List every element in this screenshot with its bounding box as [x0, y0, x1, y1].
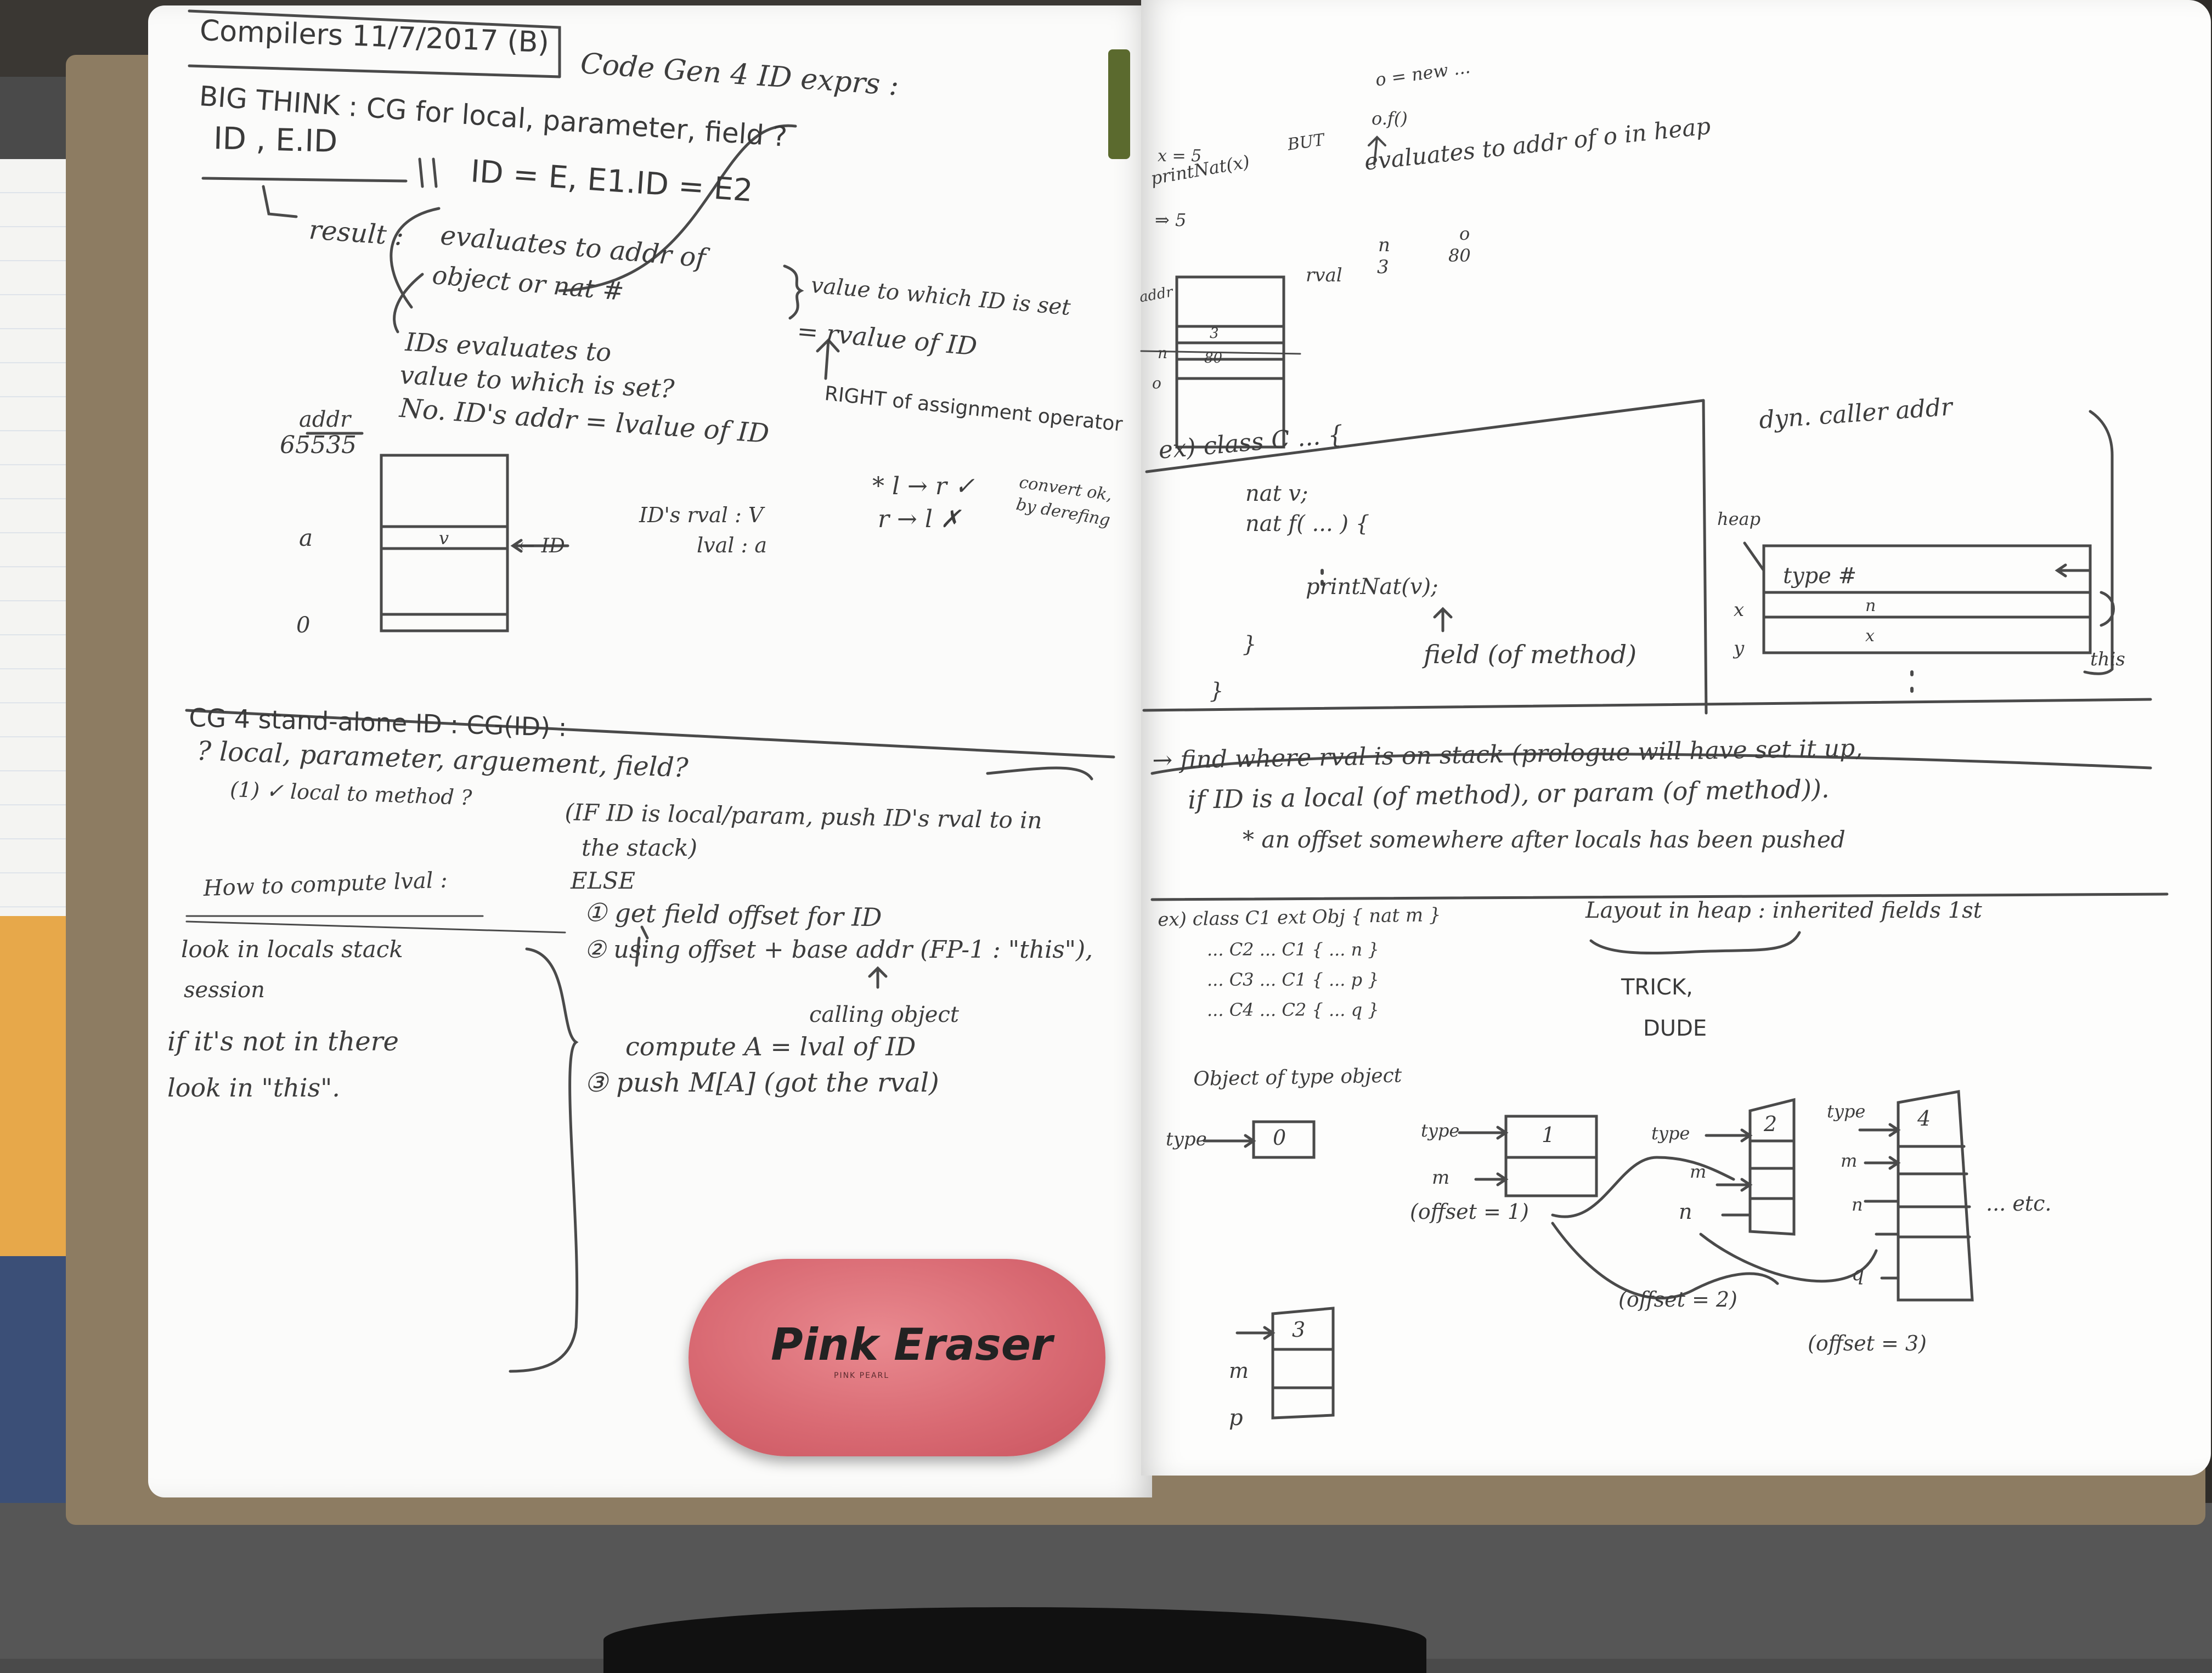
- heap-label: heap: [1717, 508, 1761, 529]
- type0-label: type: [1166, 1128, 1207, 1150]
- lr-line-2: r → l ✗: [878, 505, 961, 533]
- bookmark-ribbon: [1108, 49, 1130, 159]
- trick-label: TRICK,: [1621, 975, 1693, 1000]
- id-eid: ID , E.ID: [213, 121, 338, 160]
- not-there-1: if it's not in there: [167, 1026, 399, 1057]
- type2-label: type: [1651, 1123, 1690, 1144]
- class-ex-2: nat v;: [1245, 481, 1308, 506]
- offset-1: (offset = 1): [1410, 1200, 1529, 1224]
- rval-line: ID's rval : V: [639, 503, 764, 527]
- heap-cell-3: 3: [1210, 325, 1219, 342]
- rval-3: 3: [1377, 256, 1389, 278]
- look-locals-1: look in locals stack: [181, 936, 403, 963]
- lr-line-1: * l → r ✓: [872, 472, 975, 500]
- rval-n: n: [1378, 234, 1390, 256]
- box2-value: 2: [1764, 1112, 1778, 1136]
- pink-eraser: Pink Eraser PINK PEARL: [689, 1259, 1105, 1456]
- result-label: result :: [308, 214, 405, 252]
- layout-in-heap: Layout in heap : inherited fields 1st: [1585, 898, 1982, 923]
- class-ex-6: }: [1210, 679, 1224, 704]
- heap-x-label: x: [1734, 599, 1745, 621]
- addr-a: a: [299, 524, 313, 551]
- compute-a: compute A = lval of ID: [625, 1032, 916, 1061]
- calling-object: calling object: [809, 1002, 959, 1027]
- n4-label: n: [1852, 1194, 1863, 1215]
- addr-65535: 65535: [280, 431, 357, 459]
- box1-value: 1: [1542, 1123, 1555, 1147]
- ex-class-line: ... C4 ... C2 { ... q }: [1207, 999, 1379, 1020]
- down-5: ⇒ 5: [1155, 210, 1187, 230]
- class-ex-3: nat f( ... ) {: [1245, 511, 1370, 536]
- this-label: this: [2090, 648, 2125, 670]
- eraser-brand: Pink Eraser: [771, 1319, 1053, 1370]
- heap-n-label: n: [1158, 344, 1168, 362]
- type0-value: 0: [1273, 1126, 1286, 1150]
- find-where-3: * an offset somewhere after locals has b…: [1243, 826, 1846, 853]
- step-3: ③ push M[A] (got the rval): [584, 1067, 939, 1098]
- dude-label: DUDE: [1643, 1016, 1707, 1041]
- lval-line: lval : a: [697, 533, 768, 557]
- type4-label: type: [1827, 1101, 1866, 1122]
- x5-line: x = 5: [1158, 146, 1202, 166]
- eraser-subtext: PINK PEARL: [834, 1371, 890, 1380]
- step-1: ① get field offset for ID: [584, 897, 882, 932]
- type1-label: type: [1421, 1120, 1460, 1141]
- heap-y-label: y: [1734, 637, 1745, 659]
- cell-v: v: [439, 528, 449, 549]
- ex-class-line: ... C2 ... C1 { ... n }: [1207, 939, 1379, 960]
- if-id-local-2: the stack): [582, 834, 697, 861]
- but-label: BUT: [1286, 130, 1326, 155]
- m2-label: m: [1690, 1161, 1707, 1182]
- etc-label: ... etc.: [1986, 1191, 2052, 1216]
- offset-3: (offset = 3): [1808, 1331, 1927, 1355]
- object-of-type-object: Object of type object: [1193, 1064, 1402, 1090]
- n2-label: n: [1679, 1200, 1692, 1224]
- not-there-2: look in "this".: [167, 1073, 340, 1103]
- box3-value: 3: [1292, 1318, 1306, 1342]
- m3-label: m: [1229, 1359, 1249, 1383]
- id-arrow-label: ← ID: [518, 535, 565, 557]
- heap-type-hash: type #: [1783, 563, 1857, 589]
- m4-label: m: [1841, 1150, 1858, 1171]
- heap-cell-80: 80: [1204, 350, 1223, 366]
- addr-label: addr: [299, 407, 351, 432]
- else-label: ELSE: [571, 867, 635, 894]
- heap-n-cell: n: [1865, 596, 1876, 615]
- class-ex-4: printNat(v);: [1306, 574, 1438, 600]
- of-line: o.f(): [1372, 108, 1408, 129]
- rval-80: 80: [1448, 245, 1471, 266]
- class-ex-5: }: [1243, 632, 1257, 657]
- ex-class-line: ... C3 ... C1 { ... p }: [1207, 969, 1379, 990]
- q4-label: q: [1852, 1263, 1865, 1285]
- m1-label: m: [1432, 1167, 1450, 1189]
- addr-0: 0: [296, 613, 311, 638]
- rval-label: rval: [1306, 264, 1342, 286]
- field-of-method: field (of method): [1424, 640, 1637, 669]
- look-locals-2: session: [184, 977, 265, 1003]
- p3-label: p: [1229, 1405, 1243, 1431]
- case-bottom: [603, 1607, 1426, 1673]
- heap-o-label: o: [1152, 374, 1161, 392]
- rval-o: o: [1459, 223, 1470, 244]
- box4-value: 4: [1917, 1106, 1931, 1131]
- step-2: ② using offset + base addr (FP-1 : "this…: [584, 936, 1093, 964]
- heap-x-cell: x: [1865, 626, 1875, 646]
- offset-2: (offset = 2): [1618, 1287, 1737, 1312]
- ex-class-line: ex) class C1 ext Obj { nat m }: [1157, 903, 1441, 931]
